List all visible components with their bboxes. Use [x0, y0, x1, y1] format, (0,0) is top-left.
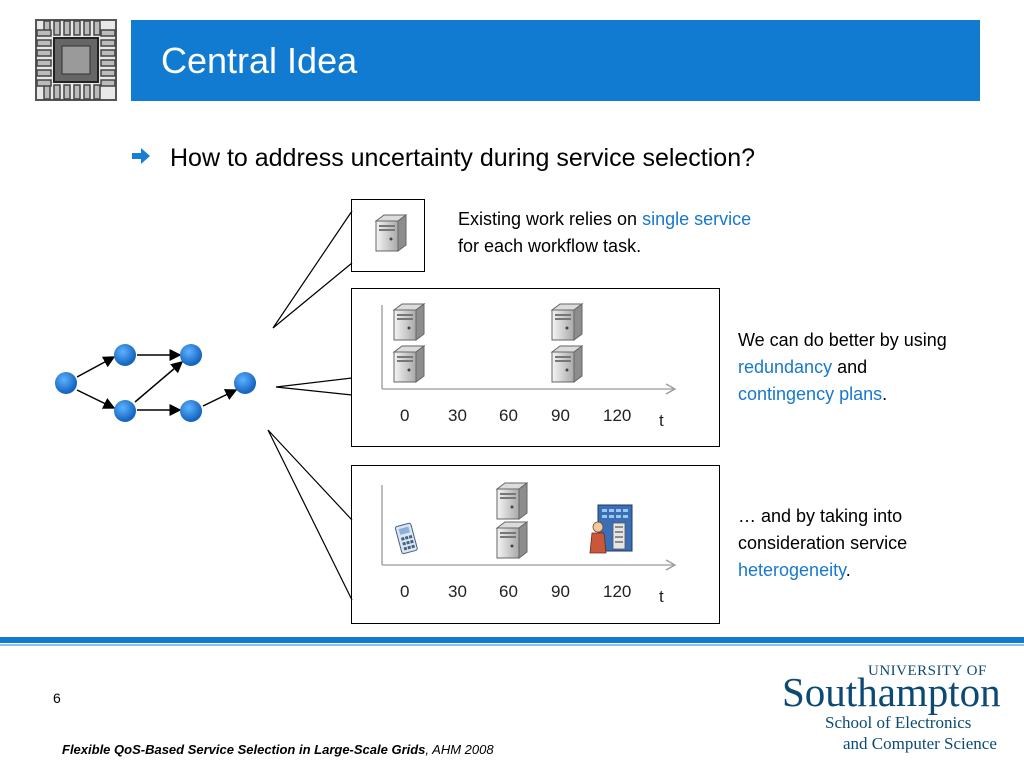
workflow-node [234, 372, 256, 394]
note-text: Existing work relies on [458, 209, 643, 229]
tick-label: 0 [400, 406, 410, 425]
server-icon [393, 345, 425, 383]
note-highlight: contingency plans [738, 384, 883, 404]
tick-label: 90 [551, 406, 570, 425]
tick-label: 120 [603, 406, 632, 425]
single-service-note: Existing work relies on single service f… [458, 206, 858, 260]
citation-title: Flexible QoS-Based Service Selection in … [62, 742, 426, 757]
note-highlight: redundancy [738, 357, 833, 377]
tick-label: 60 [499, 582, 518, 601]
note-text: and [832, 357, 868, 377]
note-text: . [882, 384, 888, 404]
slide-title: Central Idea [161, 40, 358, 81]
footer-rule [0, 637, 1024, 643]
callout-lines [267, 210, 353, 601]
note-highlight: single service [642, 209, 752, 229]
uni-wordmark: Southampton [782, 669, 1001, 715]
heterogeneity-note: … and by taking into consideration servi… [738, 503, 968, 584]
server-icon [551, 303, 583, 341]
note-text: . [845, 560, 851, 580]
chip-logo-icon [35, 19, 117, 101]
server-icon [393, 303, 425, 341]
page-number: 6 [53, 690, 61, 706]
note-text: … and by taking into consideration servi… [738, 506, 908, 553]
note-text: for each workflow task. [458, 236, 642, 256]
tick-label: 30 [448, 406, 467, 425]
workflow-edges [76, 349, 238, 416]
bullet-question: How to address uncertainty during servic… [170, 144, 756, 172]
tick-label: 90 [551, 582, 570, 601]
arrow-bullet-icon [132, 148, 150, 164]
server-icon [496, 521, 528, 559]
supercomputer-icon [589, 504, 633, 554]
title-bar: Central Idea [131, 20, 980, 101]
workflow-node [114, 400, 136, 422]
server-icon [551, 345, 583, 383]
axis-label-t: t [659, 411, 664, 430]
workflow-node [180, 400, 202, 422]
axis-label-t: t [659, 587, 664, 606]
workflow-node [114, 344, 136, 366]
server-icon [496, 482, 528, 520]
footer-rule-light [0, 644, 1024, 646]
citation: Flexible QoS-Based Service Selection in … [62, 742, 494, 757]
uni-line-3: School of Electronics [825, 713, 972, 732]
note-highlight: heterogeneity [738, 560, 846, 580]
redundancy-note: We can do better by using redundancy and… [738, 327, 978, 408]
tick-label: 30 [448, 582, 467, 601]
server-icon [375, 214, 407, 252]
citation-venue: , AHM 2008 [425, 742, 494, 757]
tick-label: 60 [499, 406, 518, 425]
workflow-nodes [55, 344, 256, 422]
workflow-node [180, 344, 202, 366]
uni-line-4: and Computer Science [843, 734, 997, 753]
calculator-icon [394, 522, 418, 555]
workflow-node [55, 372, 77, 394]
note-text: We can do better by using [738, 330, 947, 350]
uni-line-1: UNIVERSITY OF [868, 663, 987, 679]
tick-label: 0 [400, 582, 410, 601]
tick-label: 120 [603, 582, 632, 601]
